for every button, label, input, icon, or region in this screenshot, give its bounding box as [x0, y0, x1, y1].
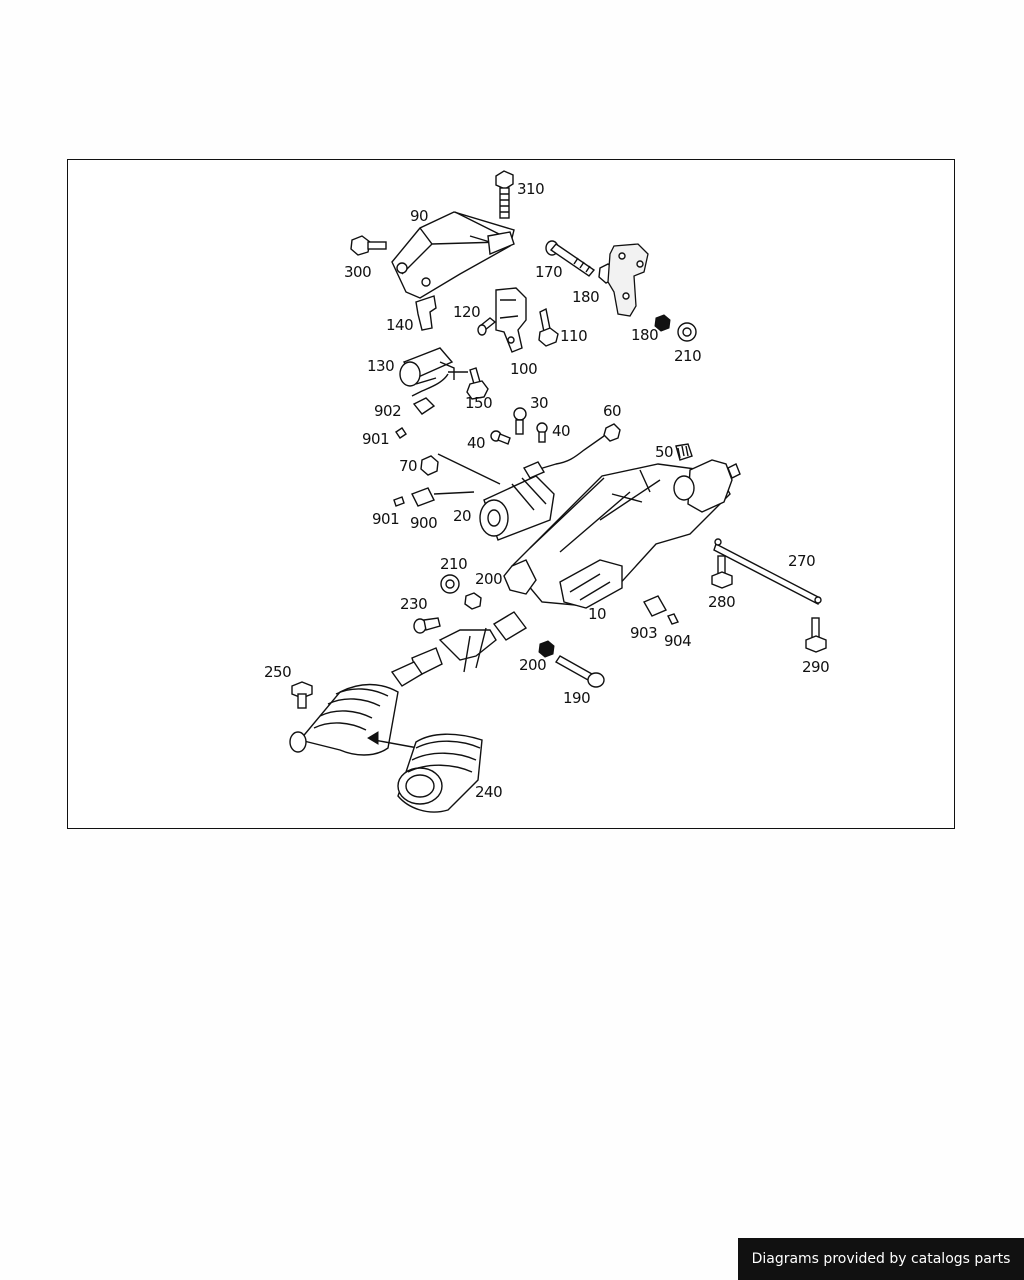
part-240-boot	[397, 733, 483, 813]
part-200-nut-upper	[464, 592, 482, 610]
part-902-connector	[412, 397, 436, 415]
callout-310: 310	[517, 180, 545, 198]
callout-140: 140	[386, 316, 414, 334]
credit-text: Diagrams provided by catalogs parts	[751, 1251, 1011, 1267]
part-70-nut	[420, 453, 501, 485]
part-110-bolt	[538, 307, 559, 347]
part-210-washer-upper	[677, 322, 697, 342]
part-310-bolt	[495, 170, 514, 219]
callout-200-lower: 200	[519, 656, 547, 674]
callout-210-lower: 210	[440, 555, 468, 573]
part-130-motor	[399, 347, 468, 397]
part-250-bolt	[291, 681, 313, 709]
callout-20: 20	[453, 507, 472, 525]
part-intermediate-shaft	[390, 611, 528, 687]
callout-210-upper: 210	[674, 347, 702, 365]
callout-110: 110	[560, 327, 588, 345]
callout-10: 10	[588, 605, 607, 623]
part-140-clip	[415, 295, 437, 331]
callout-40-left: 40	[467, 434, 486, 452]
callout-100: 100	[510, 360, 538, 378]
callout-904: 904	[664, 632, 692, 650]
callout-40-right: 40	[552, 422, 571, 440]
callout-290: 290	[802, 658, 830, 676]
part-901-pin-lower	[393, 496, 405, 507]
part-120-pin	[477, 317, 497, 336]
part-bracket-right	[607, 243, 649, 317]
callout-300: 300	[344, 263, 372, 281]
part-180-nut-lower	[654, 314, 671, 332]
part-30-screw	[513, 407, 527, 435]
part-280-bolt	[711, 555, 733, 589]
part-150-bolt	[466, 367, 489, 400]
part-270-rod	[713, 538, 822, 605]
callout-130: 130	[367, 357, 395, 375]
part-60-cable	[535, 423, 621, 471]
callout-200-upper: 200	[475, 570, 503, 588]
part-40-screw-right	[536, 422, 548, 443]
callout-901-upper: 901	[362, 430, 390, 448]
callout-60: 60	[603, 402, 622, 420]
arrow-boot-to-shaft	[367, 731, 419, 749]
part-100-switch-bracket	[495, 287, 527, 353]
part-40-screw-left	[490, 430, 511, 445]
part-190-bolt	[554, 655, 605, 688]
callout-190: 190	[563, 689, 591, 707]
part-210-washer-lower	[440, 574, 460, 594]
callout-900: 900	[410, 514, 438, 532]
callout-120: 120	[453, 303, 481, 321]
callout-180-lower: 180	[631, 326, 659, 344]
credit-banner: Diagrams provided by catalogs parts	[738, 1238, 1024, 1280]
part-904-pin	[667, 613, 679, 625]
part-300-screw	[350, 235, 387, 256]
part-290-bolt	[805, 617, 827, 653]
callout-230: 230	[400, 595, 428, 613]
part-903-connector	[643, 595, 667, 617]
part-901-pin-upper	[395, 427, 407, 439]
part-900-connector	[411, 487, 475, 507]
callout-150: 150	[465, 394, 493, 412]
callout-30: 30	[530, 394, 549, 412]
callout-70: 70	[399, 457, 418, 475]
part-90-bracket	[391, 211, 515, 299]
callout-903: 903	[630, 624, 658, 642]
part-10-steering-column	[503, 459, 741, 609]
part-200-nut-lower	[538, 640, 555, 658]
callout-902: 902	[374, 402, 402, 420]
callout-240: 240	[475, 783, 503, 801]
callout-180-upper: 180	[572, 288, 600, 306]
part-230-screw	[413, 617, 441, 634]
part-20-motor	[479, 461, 555, 541]
callout-250: 250	[264, 663, 292, 681]
callout-901-lower: 901	[372, 510, 400, 528]
callout-50: 50	[655, 443, 674, 461]
part-50-cap	[675, 443, 693, 461]
callout-270: 270	[788, 552, 816, 570]
callout-280: 280	[708, 593, 736, 611]
callout-90: 90	[410, 207, 429, 225]
callout-170: 170	[535, 263, 563, 281]
part-170-bolt	[545, 240, 596, 277]
